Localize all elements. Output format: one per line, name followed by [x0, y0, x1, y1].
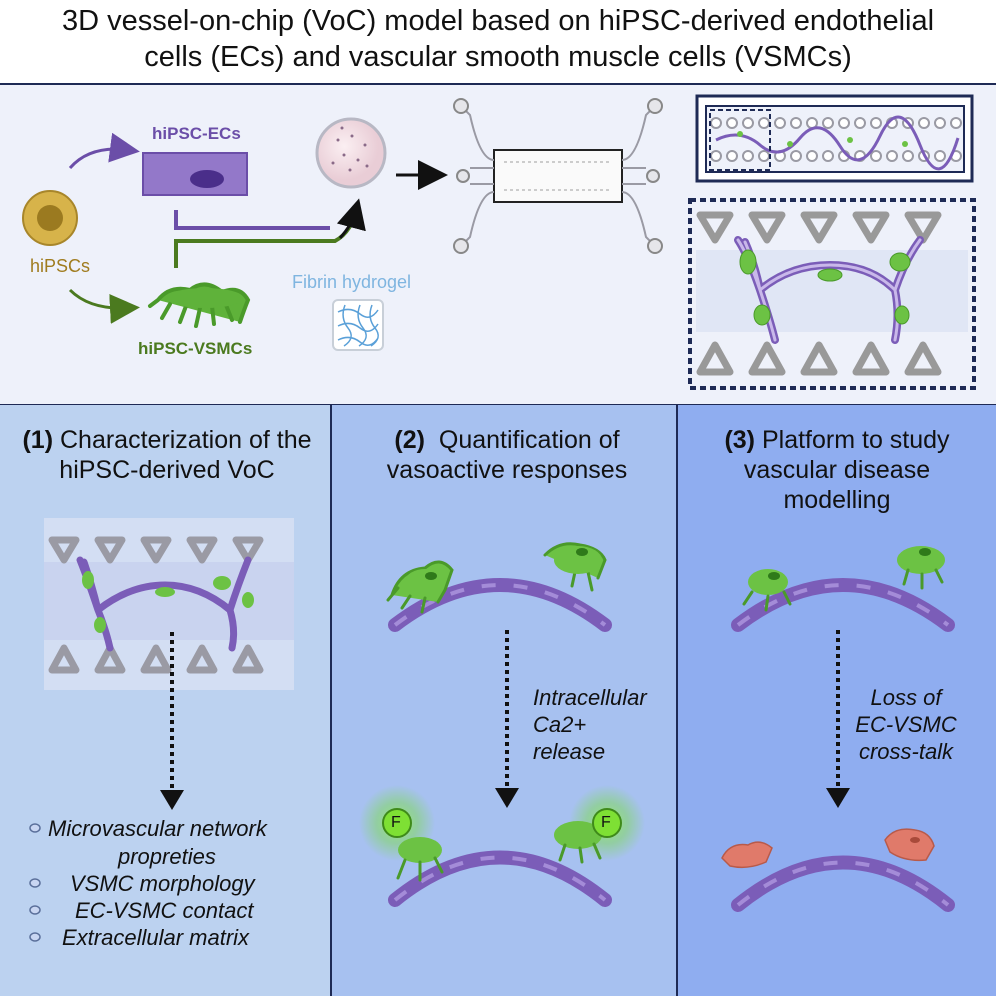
- panel1-vessel-icon: [44, 518, 294, 690]
- panel2-vessel-top-icon: [386, 542, 612, 632]
- panel3-title-line3: modelling: [783, 486, 891, 514]
- chip-zoom-icon: [688, 198, 976, 390]
- hipsc-cell-icon: [22, 190, 78, 246]
- panel3-vessel-top-icon: [731, 546, 955, 632]
- panel2-title-line2: vasoactive responses: [386, 456, 628, 484]
- bullet-vsmc-morphology: VSMC morphology: [70, 871, 255, 896]
- panel3-title-line1: Platform to study: [761, 426, 950, 454]
- fibrin-hydrogel-label: Fibrin hydrogel: [292, 272, 412, 292]
- annotation-line: release: [533, 739, 606, 764]
- panel3-annotation: Loss of EC-VSMC cross-talk: [846, 684, 966, 765]
- panel3-vessel-bottom-icon: [721, 828, 955, 912]
- hipsc-ecs-label: hiPSC-ECs: [152, 124, 241, 143]
- annotation-line: cross-talk: [858, 739, 954, 764]
- panel2-number: (2): [394, 426, 425, 454]
- annotation-line: Loss of: [870, 685, 942, 710]
- bullet-microvascular: Microvascular network: [48, 816, 267, 841]
- fluor-label-right: F: [601, 814, 611, 831]
- annotation-line: Ca2+: [533, 712, 587, 737]
- panel-characterization: [0, 405, 332, 996]
- panel2-title: (2) Quantification of vasoactive respons…: [334, 425, 680, 485]
- panel2-annotation: Intracellular Ca2+ release: [533, 684, 647, 765]
- panel1-number: (1): [22, 426, 54, 454]
- figure-title-line1: 3D vessel-on-chip (VoC) model based on h…: [61, 5, 935, 37]
- panel3-title-line2: vascular disease: [743, 456, 931, 484]
- endothelial-cell-icon: [142, 152, 248, 196]
- panel2-vessel-bottom-icon: [359, 785, 645, 907]
- chip-icon: [453, 98, 663, 254]
- panel3-title: (3) Platform to study vascular disease m…: [678, 425, 996, 515]
- chip-overview-icon: [695, 94, 974, 183]
- panel2-title-line1: Quantification of: [438, 426, 620, 454]
- smooth-muscle-cell-icon: [148, 282, 251, 328]
- annotation-line: Intracellular: [533, 685, 647, 710]
- bullet-extracellular-matrix: Extracellular matrix: [62, 925, 250, 950]
- bullet-microvascular-cont: propreties: [118, 844, 216, 869]
- panel1-title-line1: Characterization of the: [59, 426, 312, 454]
- panel1-title-line2: hiPSC-derived VoC: [59, 456, 275, 484]
- fibrin-bead-icon: [315, 117, 387, 189]
- hydrogel-mesh-icon: [332, 299, 384, 351]
- panel1-title: (1) Characterization of the hiPSC-derive…: [0, 425, 334, 485]
- figure-title-line2: cells (ECs) and vascular smooth muscle c…: [144, 41, 852, 73]
- hipscs-label: hiPSCs: [30, 256, 91, 276]
- hipsc-vsmcs-label: hiPSC-VSMCs: [138, 339, 253, 358]
- annotation-line: EC-VSMC: [855, 712, 957, 737]
- panel3-number: (3): [724, 426, 756, 454]
- fluor-label-left: F: [391, 814, 401, 831]
- bullet-ec-vsmc-contact: EC-VSMC contact: [75, 898, 254, 923]
